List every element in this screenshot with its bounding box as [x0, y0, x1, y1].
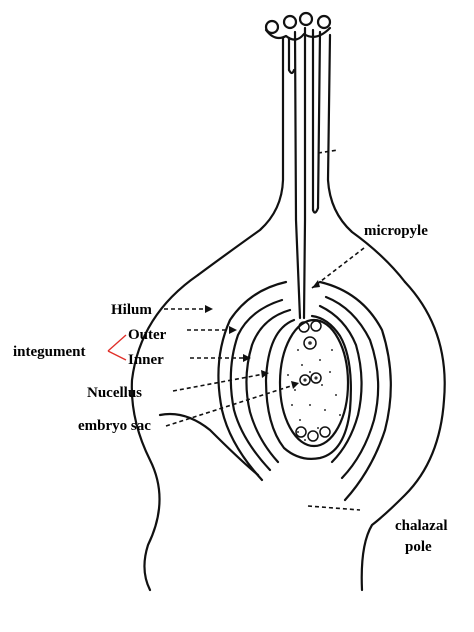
embryo-sac — [278, 318, 350, 448]
label-hilum: Hilum — [111, 302, 152, 318]
label-micropyle: micropyle — [364, 223, 428, 239]
label-integument: integument — [13, 344, 86, 360]
style-right-wall — [326, 33, 407, 284]
pointer-lines — [164, 149, 365, 511]
funicle-curve — [158, 412, 260, 477]
label-chalazal: chalazal — [395, 518, 448, 534]
ovary-wall-left — [130, 273, 200, 592]
label-pole: pole — [405, 539, 432, 555]
ovary-wall-right — [360, 280, 446, 592]
label-nucellus: Nucellus — [87, 385, 142, 401]
nucellus — [264, 314, 352, 460]
label-embryo-sac: embryo sac — [78, 418, 151, 434]
label-outer: Outer — [128, 327, 167, 343]
inner-integument — [245, 308, 292, 464]
integument-bracket — [107, 334, 127, 361]
outer-integument — [217, 280, 288, 482]
label-inner: Inner — [128, 352, 164, 368]
pollen-tube-channels — [287, 26, 322, 320]
style-left-wall — [196, 36, 285, 277]
